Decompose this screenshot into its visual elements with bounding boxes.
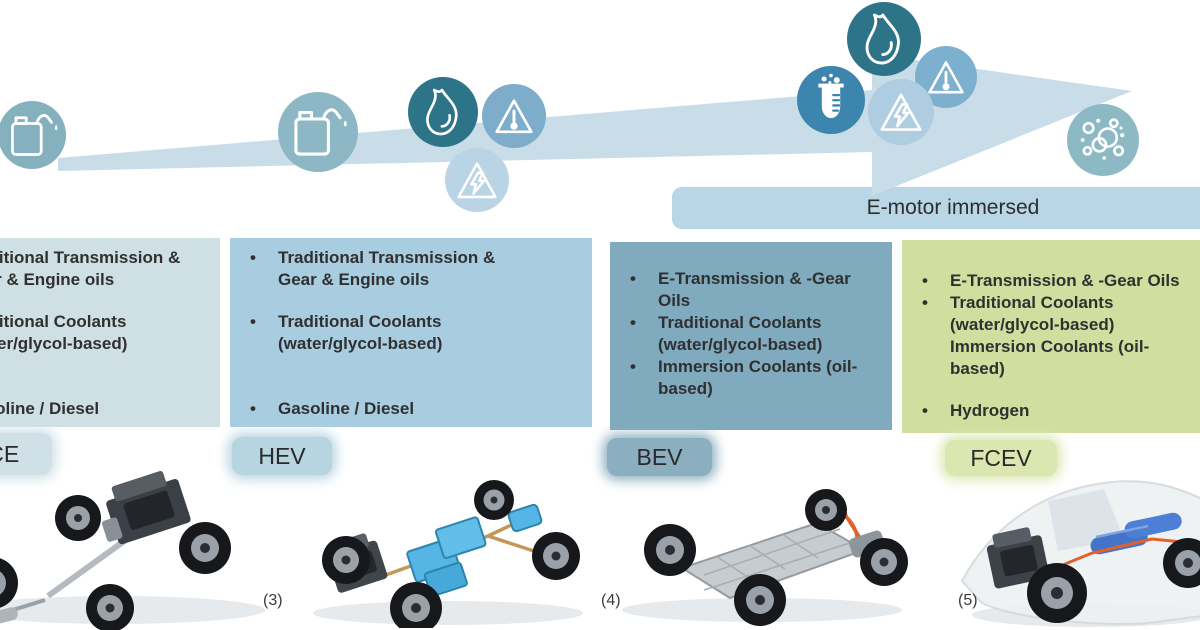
bullet-item: • Traditional Coolants (water/glycol-base… — [630, 312, 882, 356]
wheel — [0, 495, 231, 630]
bullet-text: Traditional Coolants (water/glycol-based… — [278, 312, 443, 353]
bullet-text: E-Transmission & -Gear Oils — [950, 271, 1180, 290]
stage-label-text: HEV — [258, 442, 306, 469]
fluids-box-ice: •Traditional Transmission & Gear & Engin… — [0, 238, 220, 427]
reference-note: (3) — [263, 592, 283, 609]
stage-label-fcev: FCEV — [945, 440, 1057, 476]
immersion-bubbles-icon — [1067, 104, 1139, 176]
stage-label-text: ICE — [0, 440, 20, 467]
e-motor-immersed-banner: E-motor immersed — [672, 187, 1200, 229]
banner-label: E-motor immersed — [866, 196, 1040, 219]
bullet-item: •Traditional Coolants (water/glycol-base… — [0, 311, 210, 355]
bullet-text: Immersion Coolants (oil-based) — [658, 357, 858, 398]
fluids-box-bev: • E-Transmission & -Gear Oils • Traditional… — [610, 242, 892, 430]
temperature-warning-icon — [482, 84, 546, 148]
reference-note: (5) — [958, 592, 978, 609]
stage-label-text: FCEV — [970, 444, 1032, 471]
bullet-marker: • — [250, 312, 256, 331]
wheel — [1027, 538, 1200, 623]
bullet-text: Traditional Coolants (water/glycol-based… — [658, 313, 823, 354]
bullet-text: Traditional Coolants (water/glycol-based… — [950, 293, 1115, 334]
stage-label-text: BEV — [636, 443, 683, 470]
fluids-box-hev: • Traditional Transmission & Gear & Engin… — [230, 238, 592, 427]
bullet-marker: • — [922, 271, 928, 290]
bullet-text: Traditional Transmission & Gear & Engine… — [278, 248, 496, 289]
bullet-marker: • — [630, 357, 636, 376]
chemical-beaker-icon — [797, 66, 865, 134]
reference-note: (4) — [601, 592, 621, 609]
stage-label-bev: BEV — [607, 438, 712, 476]
bullet-text: Hydrogen — [950, 401, 1030, 420]
wheel — [322, 480, 580, 628]
bullet-item: • Traditional Transmission & Gear & Engin… — [250, 247, 582, 291]
wheel — [644, 489, 908, 626]
temperature-warning-icon — [915, 46, 977, 108]
fcev-chassis-illustration — [960, 480, 1200, 627]
oil-canister-icon — [278, 92, 358, 172]
bullet-item: •Gasoline / Diesel — [0, 398, 210, 420]
bullet-text: E-Transmission & -Gear Oils — [658, 269, 851, 310]
flame-icon — [408, 77, 478, 147]
ice-chassis-illustration — [0, 471, 265, 630]
bullet-text: Traditional Coolants (water/glycol-based… — [0, 312, 128, 353]
bullet-marker: • — [250, 248, 256, 267]
bullet-marker — [922, 336, 950, 380]
bullet-text: Traditional Transmission & Gear & Engine… — [0, 248, 181, 289]
bullet-item: • Traditional Coolants (water/glycol-base… — [922, 292, 1200, 336]
electric-hazard-icon — [445, 148, 509, 212]
electric-hazard-icon — [868, 79, 934, 145]
hev-chassis-illustration — [313, 480, 583, 628]
oil-canister-icon — [0, 101, 66, 169]
stage-label-hev: HEV — [232, 437, 332, 475]
bullet-item: • E-Transmission & -Gear Oils — [922, 270, 1200, 292]
bullet-item: • E-Transmission & -Gear Oils — [630, 268, 882, 312]
bullet-item: •Traditional Transmission & Gear & Engin… — [0, 247, 210, 291]
bullet-marker: • — [630, 313, 636, 332]
bullet-text: Gasoline / Diesel — [278, 399, 415, 418]
progression-arrow-graphic — [0, 2, 1139, 212]
bullet-marker: • — [630, 269, 636, 288]
stage-label-ice: ICE — [0, 433, 52, 475]
bullet-text: Gasoline / Diesel — [0, 399, 100, 418]
bullet-item: • Gasoline / Diesel — [250, 398, 582, 420]
bullet-item: • Traditional Coolants (water/glycol-base… — [250, 311, 582, 355]
bullet-item: • Immersion Coolants (oil-based) — [630, 356, 882, 400]
bullet-text: Immersion Coolants (oil-based) — [950, 337, 1150, 378]
fluids-box-fcev: • E-Transmission & -Gear Oils • Traditional… — [902, 240, 1200, 433]
bullet-marker: • — [922, 401, 928, 420]
bullet-item: • Hydrogen — [922, 400, 1200, 422]
bullet-marker: • — [922, 293, 928, 312]
hydrogen-tanks — [1090, 512, 1182, 555]
battery-pack — [406, 516, 487, 597]
flame-icon — [847, 2, 921, 76]
bullet-item: Immersion Coolants (oil-based) — [922, 336, 1200, 380]
orange-cabling — [1047, 537, 1193, 573]
bev-chassis-illustration — [622, 489, 908, 626]
bullet-marker: • — [250, 399, 256, 418]
